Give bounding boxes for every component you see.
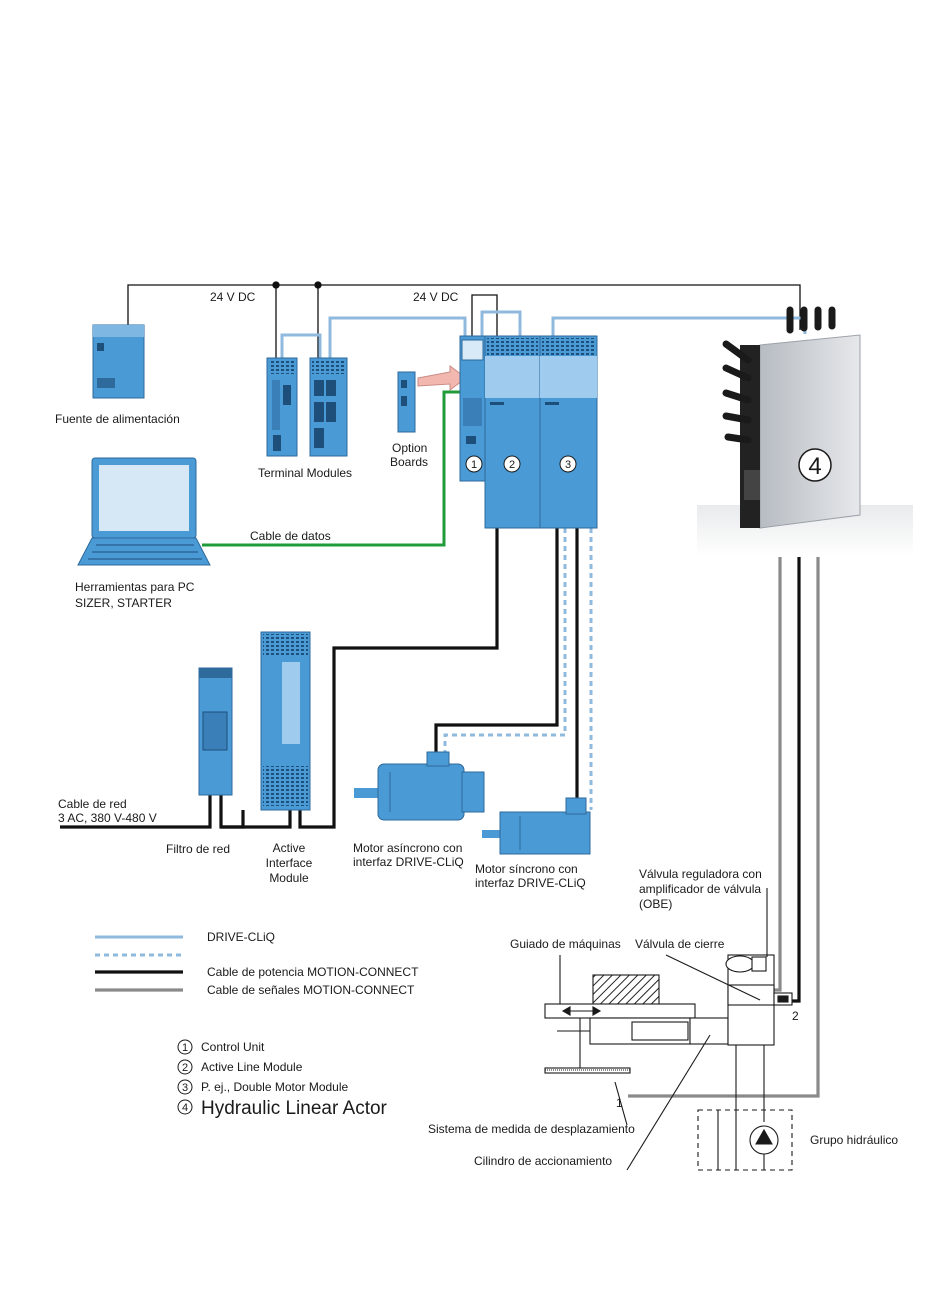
- module-number-cu: 1: [465, 455, 483, 473]
- power-supply-unit: [92, 324, 145, 399]
- label-valve-amp-1: Válvula reguladora con: [639, 867, 762, 881]
- cable-24v-dc: [127, 281, 801, 358]
- label-async-motor-1: Motor asíncrono con: [353, 841, 462, 855]
- active-line-module: [484, 335, 541, 529]
- label-machine-guide: Guiado de máquinas: [510, 937, 621, 951]
- hydraulic-section: [544, 888, 793, 1171]
- label-shutoff-valve: Válvula de cierre: [635, 937, 725, 951]
- diagram-labels: 24 V DC 24 V DC Fuente de alimentación T…: [55, 290, 898, 1168]
- label-aim-2: Interface: [266, 856, 313, 870]
- label-data-cable: Cable de datos: [250, 529, 331, 543]
- label-power-supply: Fuente de alimentación: [55, 412, 180, 426]
- legend-lines: [95, 935, 183, 992]
- motor-module: [539, 335, 598, 529]
- label-sync-motor-2: interfaz DRIVE-CLiQ: [475, 876, 586, 890]
- label-line-filter: Filtro de red: [166, 842, 230, 856]
- svg-text:3: 3: [565, 459, 571, 471]
- cable-drive-cliq-dashed: [443, 528, 593, 810]
- terminal-module-right: [309, 357, 348, 457]
- line-filter: [198, 667, 233, 796]
- pc-laptop: [77, 457, 211, 566]
- svg-text:1: 1: [471, 459, 477, 471]
- active-interface-module: [260, 631, 311, 811]
- label-hydraulic-group: Grupo hidráulico: [810, 1133, 898, 1147]
- label-24v-left: 24 V DC: [210, 290, 256, 304]
- label-mains-cable-1: Cable de red: [58, 797, 127, 811]
- legend-items: 1 Control Unit 2 Active Line Module 3 P.…: [177, 1039, 388, 1119]
- cable-power: [60, 528, 579, 829]
- svg-text:1: 1: [182, 1042, 188, 1054]
- label-24v-right: 24 V DC: [413, 290, 459, 304]
- legend-drive-cliq: DRIVE-CLiQ: [207, 930, 275, 944]
- svg-text:2: 2: [509, 459, 515, 471]
- svg-text:Control Unit: Control Unit: [201, 1040, 265, 1054]
- label-connector-1: 1: [616, 1096, 623, 1110]
- svg-text:2: 2: [182, 1062, 188, 1074]
- svg-text:3: 3: [182, 1082, 188, 1094]
- terminal-module-left: [266, 357, 298, 457]
- label-option-boards-2: Boards: [390, 455, 428, 469]
- legend-signal-cable: Cable de señales MOTION-CONNECT: [207, 983, 415, 997]
- module-number-alm: 2: [503, 455, 521, 473]
- module-number-mm: 3: [559, 455, 577, 473]
- svg-text:Hydraulic Linear Actor: Hydraulic Linear Actor: [201, 1098, 388, 1119]
- label-sync-motor-1: Motor síncrono con: [475, 862, 578, 876]
- label-terminal-modules: Terminal Modules: [258, 466, 352, 480]
- label-connector-2: 2: [792, 1009, 799, 1023]
- label-valve-amp-3: (OBE): [639, 897, 672, 911]
- legend-line-texts: DRIVE-CLiQ Cable de potencia MOTION-CONN…: [207, 930, 419, 997]
- option-board: [397, 371, 416, 433]
- label-valve-amp-2: amplificador de válvula: [639, 882, 761, 896]
- label-aim-3: Module: [269, 871, 309, 885]
- label-option-boards-1: Option: [392, 441, 427, 455]
- cable-data: [202, 390, 460, 547]
- label-pc-tools-2: SIZER, STARTER: [75, 596, 172, 610]
- sync-motor: [482, 797, 591, 855]
- label-pc-tools-1: Herramientas para PC: [75, 580, 195, 594]
- async-motor: [354, 751, 485, 821]
- legend-power-cable: Cable de potencia MOTION-CONNECT: [207, 965, 419, 979]
- svg-text:4: 4: [182, 1102, 188, 1114]
- hydraulic-linear-actor: 4: [697, 306, 913, 557]
- label-measuring-system: Sistema de medida de desplazamiento: [428, 1122, 635, 1136]
- svg-text:P. ej., Double Motor Module: P. ej., Double Motor Module: [201, 1080, 349, 1094]
- label-mains-cable-2: 3 AC, 380 V-480 V: [58, 811, 157, 825]
- label-aim-1: Active: [273, 841, 306, 855]
- option-board-arrow: [417, 365, 467, 391]
- svg-text:Active Line Module: Active Line Module: [201, 1060, 303, 1074]
- label-drive-cylinder: Cilindro de accionamiento: [474, 1154, 612, 1168]
- label-async-motor-2: interfaz DRIVE-CLiQ: [353, 855, 464, 869]
- svg-text:4: 4: [808, 453, 821, 480]
